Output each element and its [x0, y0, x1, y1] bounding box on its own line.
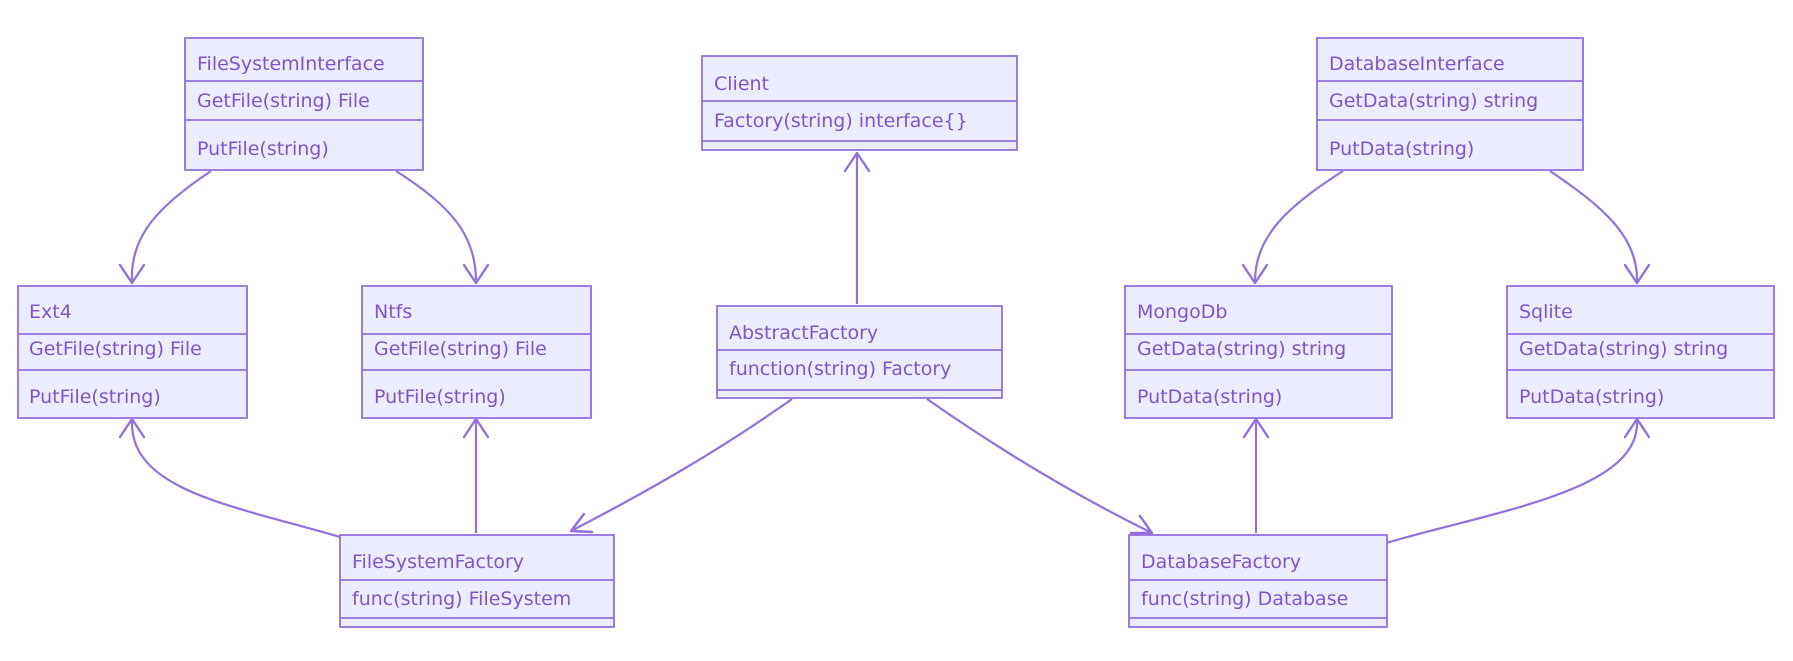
class-databasefactory[interactable]: DatabaseFactory func(string) Database — [1128, 534, 1388, 628]
class-box — [361, 285, 592, 419]
class-box — [701, 55, 1018, 151]
class-method: PutFile(string) — [29, 386, 161, 408]
class-abstractfactory[interactable]: AbstractFactory function(string) Factory — [716, 305, 1003, 399]
arrowhead-ext4-bottom — [118, 417, 146, 439]
class-method: PutData(string) — [1519, 386, 1664, 408]
arrowhead-ntfs-top — [462, 263, 490, 285]
class-name: Ext4 — [29, 301, 72, 323]
class-member: GetFile(string) File — [374, 338, 547, 360]
edge-databasefactory-sqlite — [1385, 420, 1639, 545]
class-box — [1124, 285, 1393, 419]
class-ntfs[interactable]: Ntfs GetFile(string) File PutFile(string… — [361, 285, 592, 419]
class-filesystemfactory[interactable]: FileSystemFactory func(string) FileSyste… — [339, 534, 615, 628]
class-box — [339, 534, 615, 628]
class-member: Factory(string) interface{} — [714, 110, 968, 132]
class-name: FileSystemInterface — [197, 53, 385, 75]
class-method: PutFile(string) — [374, 386, 506, 408]
arrowhead-filesystemfactory-top — [569, 512, 594, 534]
edge-abstractfactory-databasefactory — [926, 398, 1151, 533]
arrowhead-databasefactory-top — [1129, 514, 1154, 535]
class-member: GetData(string) string — [1519, 338, 1728, 360]
arrowhead-ntfs-bottom — [462, 417, 490, 439]
class-method: PutData(string) — [1137, 386, 1282, 408]
class-mongodb[interactable]: MongoDb GetData(string) string PutData(s… — [1124, 285, 1393, 419]
class-box — [17, 285, 248, 419]
class-member: function(string) Factory — [729, 358, 951, 380]
class-name: DatabaseInterface — [1329, 53, 1505, 75]
class-sqlite[interactable]: Sqlite GetData(string) string PutData(st… — [1506, 285, 1775, 419]
class-method: PutFile(string) — [197, 138, 329, 160]
class-name: AbstractFactory — [729, 322, 878, 344]
class-member: GetData(string) string — [1137, 338, 1346, 360]
arrowhead-sqlite-top — [1623, 263, 1651, 285]
class-member: GetFile(string) File — [29, 338, 202, 360]
edge-filesystemfactory-ext4 — [130, 420, 341, 539]
class-name: Sqlite — [1519, 301, 1573, 323]
class-member: GetFile(string) File — [197, 90, 370, 112]
class-filesysteminterface[interactable]: FileSystemInterface GetFile(string) File… — [184, 37, 424, 171]
edges — [118, 151, 1651, 545]
class-member: func(string) Database — [1141, 588, 1348, 610]
class-box — [1316, 37, 1584, 171]
edge-databaseinterface-mongodb — [1253, 170, 1344, 282]
class-box — [716, 305, 1003, 399]
class-box — [1506, 285, 1775, 419]
class-name: FileSystemFactory — [352, 551, 524, 573]
class-box — [184, 37, 424, 171]
class-client[interactable]: Client Factory(string) interface{} — [701, 55, 1018, 151]
arrowhead-client-bottom — [843, 151, 871, 173]
arrowhead-ext4-top — [118, 263, 146, 285]
class-name: Ntfs — [374, 301, 412, 323]
class-ext4[interactable]: Ext4 GetFile(string) File PutFile(string… — [17, 285, 248, 419]
class-member: GetData(string) string — [1329, 90, 1538, 112]
edge-filesysteminterface-ntfs — [395, 170, 478, 282]
class-method: PutData(string) — [1329, 138, 1474, 160]
edge-filesysteminterface-ext4 — [130, 170, 212, 282]
class-databaseinterface[interactable]: DatabaseInterface GetData(string) string… — [1316, 37, 1584, 171]
arrowhead-mongodb-bottom — [1242, 417, 1270, 439]
class-name: MongoDb — [1137, 301, 1227, 323]
edge-abstractfactory-filesystemfactory — [572, 398, 793, 531]
class-member: func(string) FileSystem — [352, 588, 571, 610]
class-box — [1128, 534, 1388, 628]
class-name: DatabaseFactory — [1141, 551, 1301, 573]
class-name: Client — [714, 73, 769, 95]
arrowhead-mongodb-top — [1241, 263, 1269, 285]
edge-databaseinterface-sqlite — [1549, 170, 1639, 282]
arrowhead-sqlite-bottom — [1623, 417, 1651, 439]
